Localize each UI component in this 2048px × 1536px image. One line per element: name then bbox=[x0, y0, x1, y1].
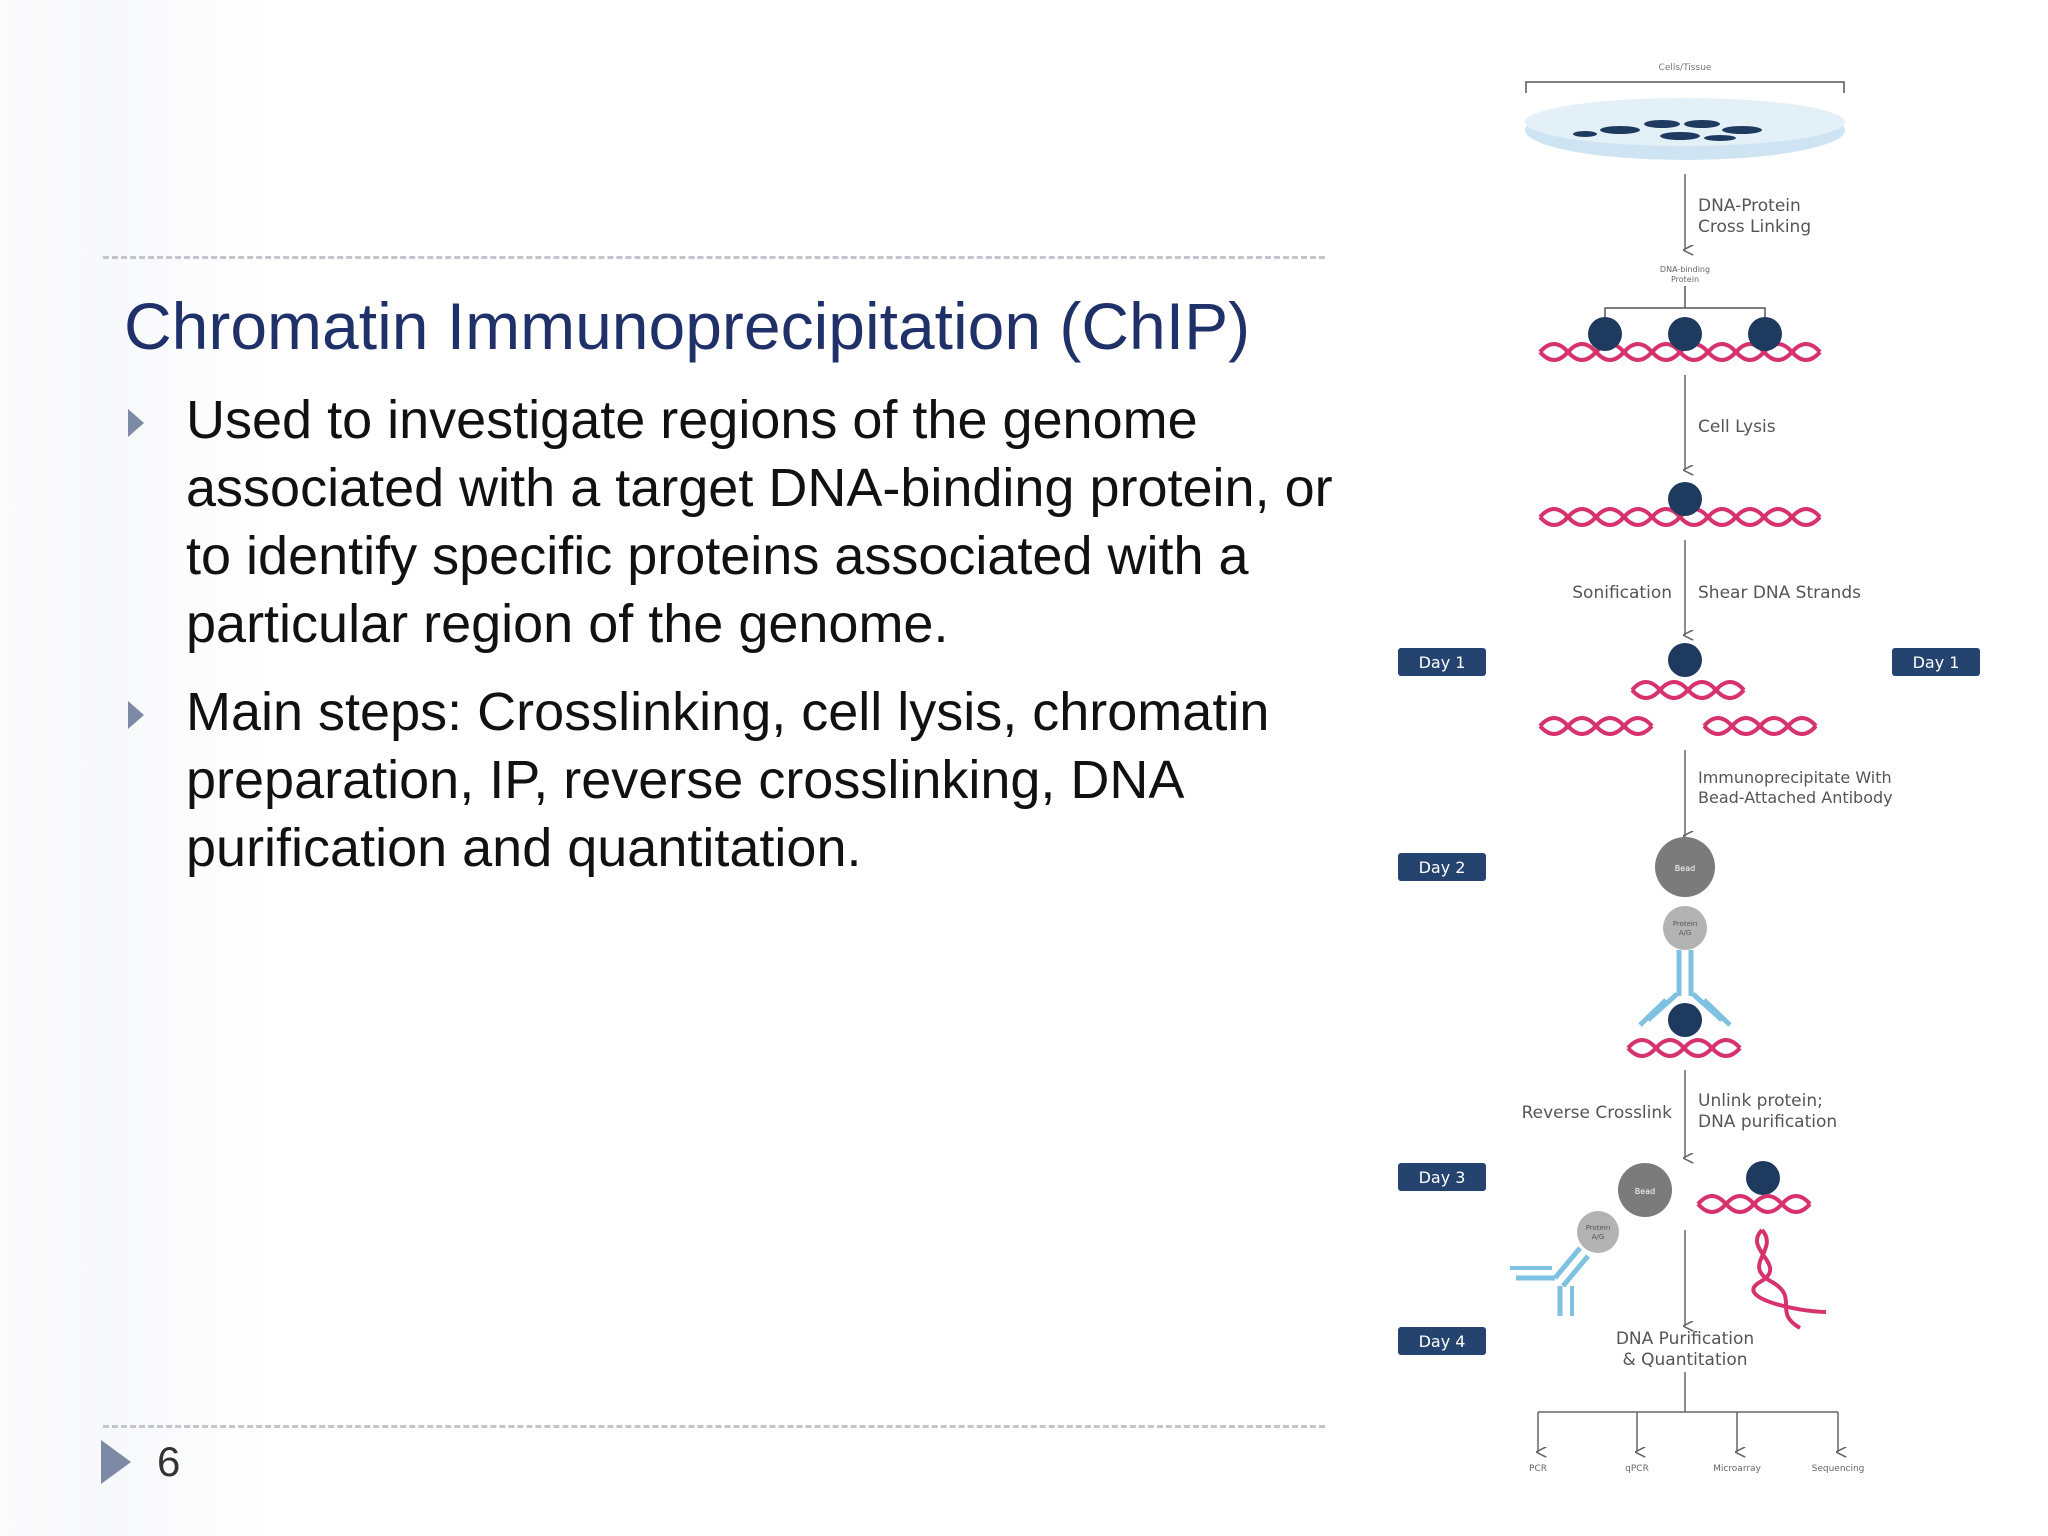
sheared-dna-icon bbox=[1538, 643, 1818, 736]
reverse-crosslink-label: Reverse Crosslink bbox=[1522, 1103, 1673, 1123]
protein-ag-label-line1: Protein bbox=[1673, 920, 1698, 928]
bullet-item: Used to investigate regions of the genom… bbox=[124, 386, 1344, 658]
bullet-arrow-icon bbox=[128, 409, 144, 437]
bottom-divider bbox=[103, 1425, 1325, 1428]
cells-bracket bbox=[1525, 81, 1845, 93]
bead-label: Bead bbox=[1675, 864, 1695, 873]
protein-ag-label-line1: Protein bbox=[1586, 1224, 1611, 1232]
released-bead-antibody-icon: Bead Protein A/G bbox=[1510, 1163, 1672, 1316]
crosslinking-label-line1: DNA-Protein bbox=[1698, 196, 1801, 216]
bullet-list: Used to investigate regions of the genom… bbox=[124, 386, 1344, 902]
bullet-text: Used to investigate regions of the genom… bbox=[186, 390, 1333, 654]
output-label-qpcr: qPCR bbox=[1625, 1464, 1649, 1474]
unlink-label-line1: Unlink protein; bbox=[1698, 1091, 1823, 1111]
day-badge: Day 1 bbox=[1398, 648, 1486, 676]
cells-tissue-label: Cells/Tissue bbox=[1659, 63, 1712, 73]
output-label-pcr: PCR bbox=[1529, 1464, 1547, 1474]
protein-ag-label-line2: A/G bbox=[1679, 929, 1692, 937]
dna-binding-protein-label-line1: DNA-binding bbox=[1660, 265, 1710, 274]
bead-antibody-complex-icon: Bead Protein A/G bbox=[1626, 837, 1742, 1058]
crosslinked-dna-icon bbox=[1538, 317, 1822, 362]
unlink-label-line2: DNA purification bbox=[1698, 1112, 1837, 1132]
cell-lysis-label: Cell Lysis bbox=[1698, 417, 1776, 437]
output-label-microarray: Microarray bbox=[1713, 1464, 1761, 1474]
bullet-text: Main steps: Crosslinking, cell lysis, ch… bbox=[186, 682, 1270, 878]
page-number: 6 bbox=[157, 1438, 181, 1485]
shear-dna-label: Shear DNA Strands bbox=[1698, 583, 1861, 603]
top-divider bbox=[103, 256, 1325, 259]
day-badge-label: Day 1 bbox=[1419, 653, 1466, 672]
output-label-sequencing: Sequencing bbox=[1812, 1464, 1865, 1474]
protein-bracket bbox=[1604, 307, 1766, 318]
day-badge: Day 3 bbox=[1398, 1163, 1486, 1191]
bead-label: Bead bbox=[1635, 1187, 1655, 1196]
day-badge: Day 2 bbox=[1398, 853, 1486, 881]
chip-workflow-diagram: Cells/Tissue DNA-Protein Cross Linking D… bbox=[1398, 63, 1980, 1474]
crosslinking-label-line2: Cross Linking bbox=[1698, 217, 1811, 237]
ip-label-line2: Bead-Attached Antibody bbox=[1698, 788, 1893, 807]
slide-title: Chromatin Immunoprecipitation (ChIP) bbox=[124, 289, 1251, 363]
day-badge-label: Day 3 bbox=[1419, 1168, 1466, 1187]
day-badge-label: Day 2 bbox=[1419, 858, 1466, 877]
lysed-dna-icon bbox=[1538, 482, 1822, 527]
sonication-label: Sonification bbox=[1572, 583, 1672, 603]
bullet-item: Main steps: Crosslinking, cell lysis, ch… bbox=[124, 678, 1344, 882]
ip-label-line1: Immunoprecipitate With bbox=[1698, 768, 1892, 787]
day-badge-label: Day 1 bbox=[1913, 653, 1960, 672]
page-arrow-icon bbox=[101, 1440, 131, 1484]
dna-binding-protein-label-line2: Protein bbox=[1671, 275, 1699, 284]
released-dna-icon bbox=[1696, 1161, 1827, 1330]
day-badge: Day 1 bbox=[1892, 648, 1980, 676]
purification-label-line2: & Quantitation bbox=[1622, 1350, 1747, 1370]
day-badge: Day 4 bbox=[1398, 1327, 1486, 1355]
day-badge-label: Day 4 bbox=[1419, 1332, 1466, 1351]
culture-dish-icon bbox=[1525, 98, 1845, 160]
protein-ag-label-line2: A/G bbox=[1592, 1233, 1605, 1241]
purification-label-line1: DNA Purification bbox=[1616, 1329, 1754, 1349]
bullet-arrow-icon bbox=[128, 701, 144, 729]
